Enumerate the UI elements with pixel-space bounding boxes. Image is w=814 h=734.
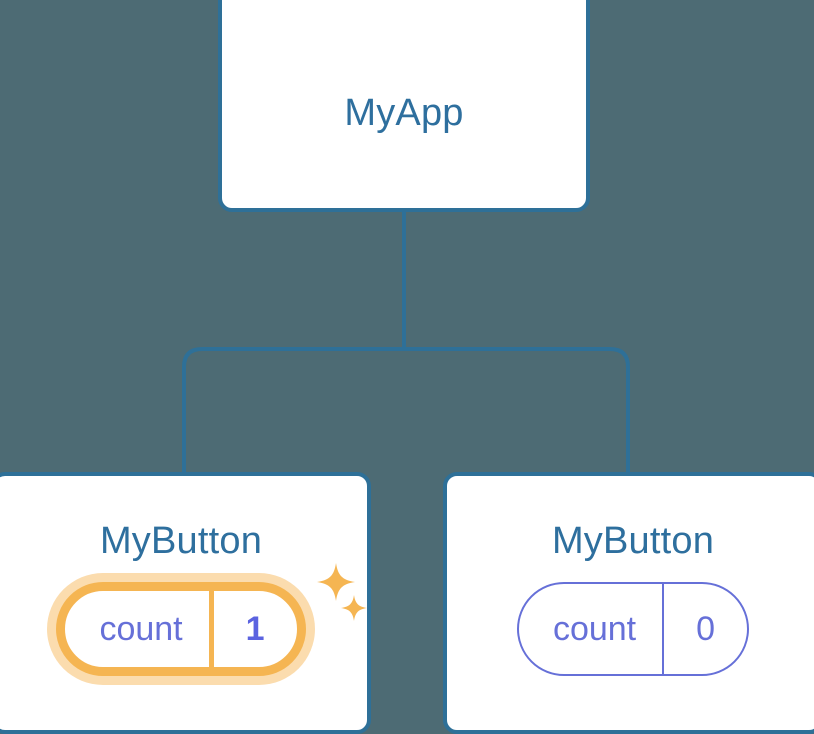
node-card-mybutton-right[interactable]: MyButton count 0 — [443, 472, 814, 734]
node-title-mybutton-left: MyButton — [99, 520, 263, 562]
state-pill-value-left: 1 — [245, 610, 265, 648]
connector-branch-left — [182, 347, 404, 478]
node-card-myapp[interactable]: MyApp — [218, 0, 590, 212]
state-pill-wrap-right: count 0 — [447, 582, 814, 676]
node-title-mybutton-right: MyButton — [551, 520, 715, 562]
state-pill-left[interactable]: count 1 — [56, 582, 306, 676]
state-pill-wrap-left: count 1 — [0, 582, 367, 676]
state-pill-key-left: count — [99, 610, 183, 648]
node-title-myapp: MyApp — [344, 92, 464, 134]
state-pill-right[interactable]: count 0 — [516, 582, 750, 676]
state-pill-key-right: count — [552, 610, 637, 648]
state-pill-value-right: 0 — [696, 610, 716, 648]
state-pill-divider-left — [208, 591, 214, 667]
connector-branch-right — [404, 347, 630, 478]
state-pill-divider-right — [662, 584, 665, 674]
node-card-mybutton-left[interactable]: MyButton count 1 — [0, 472, 371, 734]
